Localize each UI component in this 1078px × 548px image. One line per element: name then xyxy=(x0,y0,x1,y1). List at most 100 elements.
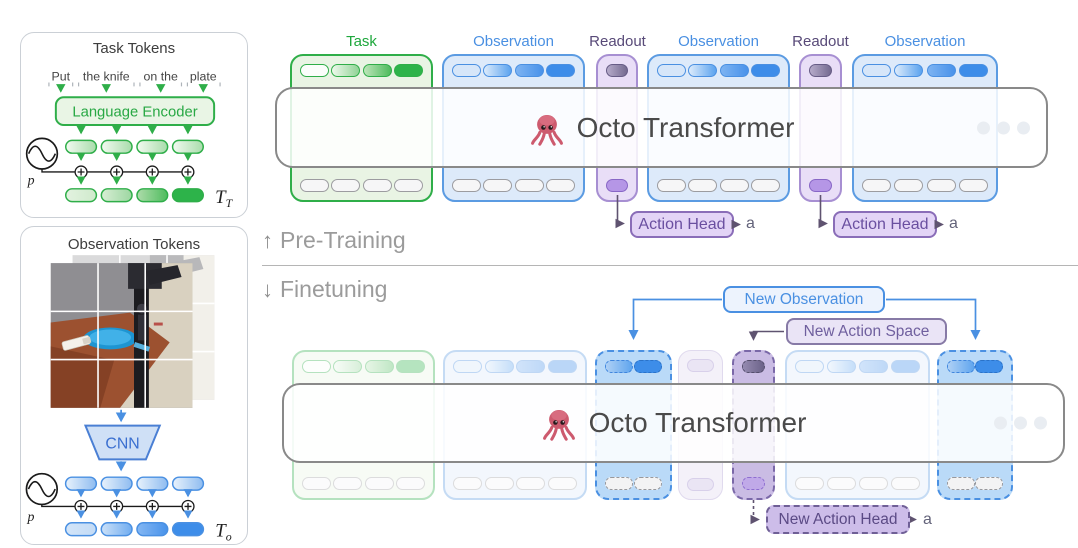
word-on-the: on the xyxy=(144,69,178,83)
embedding-pill xyxy=(364,477,394,490)
readout-embedding-pill xyxy=(606,179,628,192)
encoder-output-arrows xyxy=(76,125,193,135)
plus-to-output-arrows xyxy=(76,510,193,519)
embedding-pill xyxy=(894,179,924,192)
token-pill xyxy=(891,360,920,373)
embedding-pill xyxy=(827,477,856,490)
transformer-title: Octo Transformer xyxy=(588,407,807,438)
token-pill xyxy=(862,64,891,77)
embedding-pill xyxy=(688,179,718,192)
output-embedding-row xyxy=(657,179,780,192)
word-plate: plate xyxy=(190,69,217,83)
token-pill xyxy=(926,64,956,77)
input-token-row xyxy=(300,64,423,77)
down-arrow-icon: ↓ xyxy=(262,276,273,302)
action-output-symbol: a xyxy=(746,215,755,232)
output-embedding-row xyxy=(302,477,425,490)
readout-embedding-pill xyxy=(687,478,714,491)
column-label-readout: Readout xyxy=(589,33,646,50)
embedding-pill xyxy=(947,477,975,490)
embedding-pill xyxy=(545,179,575,192)
token-pill xyxy=(364,360,394,373)
up-arrow-icon: ↑ xyxy=(262,227,273,253)
word-to-encoder-arrows xyxy=(56,84,208,93)
section-divider xyxy=(262,265,1078,266)
token-pill xyxy=(484,360,514,373)
column-label-observation: Observation xyxy=(678,33,759,50)
output-embedding-row xyxy=(300,179,423,192)
token-pill xyxy=(362,64,392,77)
token-pill xyxy=(545,64,575,77)
pill-to-plus-arrows xyxy=(76,489,193,498)
embedding-pill xyxy=(926,179,956,192)
input-token-row xyxy=(809,64,832,77)
embedding-pill xyxy=(859,477,888,490)
embedding-pill xyxy=(393,179,423,192)
input-token-row xyxy=(687,359,714,372)
token-pill xyxy=(795,360,824,373)
action-head-box: Action Head xyxy=(630,211,734,238)
token-pill xyxy=(750,64,780,77)
readout-pill xyxy=(809,64,832,77)
input-token-row xyxy=(453,360,577,373)
embedding-pill xyxy=(453,477,482,490)
token-pill xyxy=(657,64,686,77)
token-pill xyxy=(516,360,546,373)
embedding-pill xyxy=(719,179,749,192)
task-tokens-symbol: TT xyxy=(215,187,233,210)
output-embedding-row xyxy=(452,179,575,192)
new-observation-left-arrow xyxy=(628,298,722,341)
readout-pill xyxy=(606,64,628,77)
token-pill xyxy=(333,360,363,373)
column-label-observation: Observation xyxy=(473,33,554,50)
embedding-pill xyxy=(795,477,824,490)
embedding-pill xyxy=(891,477,920,490)
language-encoder-label: Language Encoder xyxy=(72,105,197,121)
output-embedding-row xyxy=(606,179,628,192)
pill-to-plus-arrows xyxy=(76,152,193,161)
output-embedding-row xyxy=(687,478,714,491)
task-embedding-pills xyxy=(65,139,204,154)
word-put: Put xyxy=(52,69,71,83)
column-label-task: Task xyxy=(346,33,377,50)
octopus-icon xyxy=(542,409,575,441)
output-embedding-row xyxy=(453,477,577,490)
output-embedding-row xyxy=(862,179,988,192)
observation-tokens-panel: Observation Tokens xyxy=(20,226,248,545)
task-token-output-pills xyxy=(65,188,204,203)
embedding-pill xyxy=(395,477,425,490)
position-bus-line xyxy=(41,169,188,173)
new-action-space-arrow xyxy=(748,330,784,341)
task-tokens-panel: Task Tokens Put the knife on the plate xyxy=(20,32,248,218)
new-readout-pill xyxy=(742,360,765,373)
token-pill xyxy=(547,360,577,373)
embedding-pill xyxy=(862,179,891,192)
finetuning-section-label: ↓ Finetuning xyxy=(262,276,388,302)
input-token-row xyxy=(795,360,920,373)
new-readout-embedding-pill xyxy=(742,477,765,490)
embedding-pill xyxy=(331,179,361,192)
new-token-pill xyxy=(634,360,662,373)
input-token-row xyxy=(657,64,780,77)
embedding-pill xyxy=(300,179,329,192)
octopus-icon xyxy=(530,114,563,146)
new-action-space-label-box: New Action Space xyxy=(786,318,947,345)
token-pill xyxy=(302,360,331,373)
output-embedding-row xyxy=(742,477,765,490)
new-action-head-box: New Action Head xyxy=(766,505,910,534)
embedding-pill xyxy=(452,179,481,192)
cnn-label: CNN xyxy=(105,435,139,452)
observation-tokens-title: Observation Tokens xyxy=(67,236,201,253)
embedding-pill xyxy=(362,179,392,192)
octo-transformer-box-finetuning: Octo Transformer xyxy=(282,383,1065,463)
new-token-pill xyxy=(605,360,633,373)
observation-embedding-pills xyxy=(64,476,205,491)
embedding-pill xyxy=(484,477,514,490)
token-pill xyxy=(958,64,988,77)
position-symbol: p xyxy=(26,510,34,525)
embedding-pill xyxy=(958,179,988,192)
token-pill xyxy=(827,360,856,373)
token-pill xyxy=(300,64,329,77)
embedding-pill xyxy=(302,477,331,490)
